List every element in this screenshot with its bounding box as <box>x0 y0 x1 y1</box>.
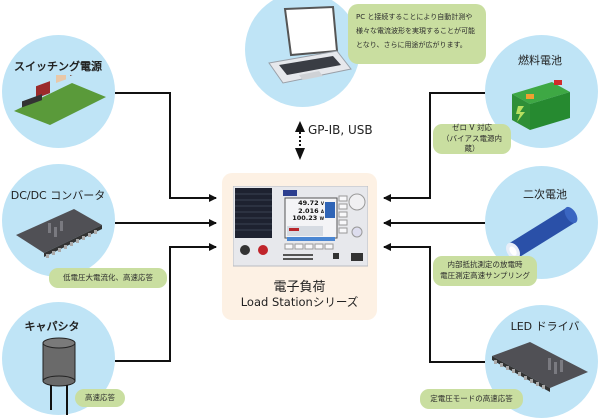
battery-icon <box>512 80 570 130</box>
note-dcdc-converter: 低電圧大電流化、高速応答 <box>49 268 167 288</box>
ic-chip-icon <box>16 209 102 258</box>
led-driver-chip-icon <box>492 342 588 392</box>
node-title-led-driver: LED ドライバ <box>510 320 580 333</box>
node-title-dcdc-converter: DC/DC コンバータ <box>10 189 106 202</box>
node-title-secondary-battery: 二次電池 <box>523 188 567 201</box>
laptop-icon <box>268 5 352 84</box>
pc-link-arrow <box>295 121 305 160</box>
node-title-capacitor: キャパシタ <box>24 320 80 333</box>
arrow-switching-power <box>115 92 217 202</box>
center-title-main: 電子負荷 <box>273 280 326 295</box>
node-title-switching-power: スイッチング電源 <box>14 60 102 73</box>
note-capacitor: 高速応答 <box>75 389 125 407</box>
pc-interface-label: GP-IB, USB <box>308 123 373 137</box>
readout-voltage: 49.72 V <box>298 199 324 207</box>
center-title-series: Load Stationシリーズ <box>240 295 359 309</box>
electronic-load-device <box>233 186 368 267</box>
circuit-board-icon <box>14 75 106 125</box>
arrow-capacitor <box>115 243 217 362</box>
cylinder-battery-icon <box>506 206 578 260</box>
node-title-fuel-cell: 燃料電池 <box>518 54 562 67</box>
readout-power: 100.23 W <box>292 214 324 222</box>
pc-note: PC と接続することにより自動計測や様々な電流波形を実現することが可能となり、さ… <box>348 4 486 64</box>
capacitor-icon <box>42 337 76 415</box>
display-readout: 49.72 V 2.016 A 100.23 W <box>288 199 324 223</box>
readout-current: 2.016 A <box>298 206 324 215</box>
note-led-driver: 定電圧モードの高速応答 <box>420 389 523 409</box>
note-secondary-battery: 内部抵抗測定の放電時 電圧測定高速サンプリング <box>433 256 537 286</box>
note-fuel-cell: ゼロ V 対応 （バイアス電源内蔵） <box>433 123 511 154</box>
